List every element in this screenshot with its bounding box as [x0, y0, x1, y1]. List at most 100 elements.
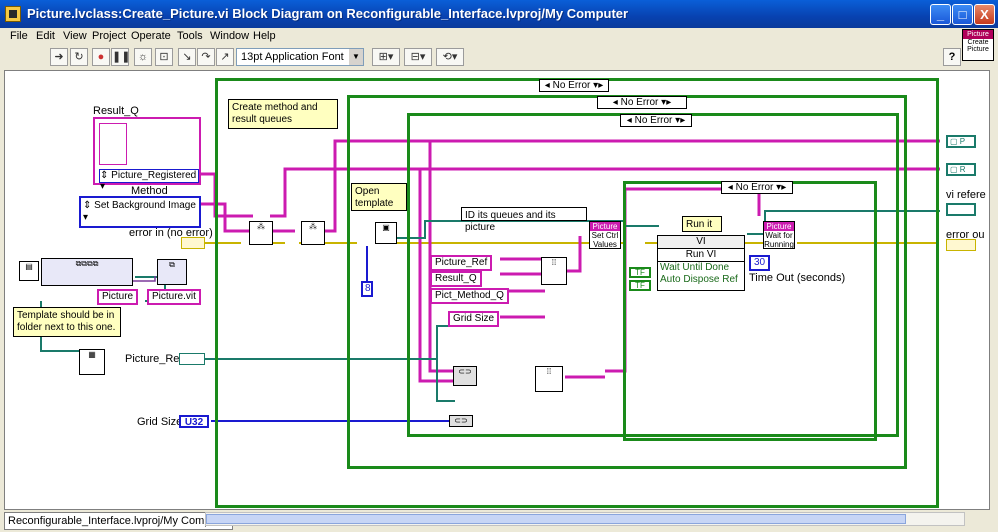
horizontal-scrollbar-thumb[interactable] [206, 514, 906, 524]
comment-template-note: Template should be in folder next to thi… [13, 307, 121, 337]
pause-icon[interactable]: ❚❚ [111, 48, 130, 66]
strip-path-icon: ⧉⧉⧉⧉ [41, 258, 133, 286]
case-selector-mid[interactable]: ◂ No Error ▾▸ [597, 96, 687, 109]
picture-constant[interactable]: Picture [97, 289, 139, 305]
window-title: Picture.lvclass:Create_Picture.vi Block … [27, 6, 629, 21]
bundle-picture-ref[interactable]: Picture_Ref [430, 255, 493, 271]
font-select[interactable]: 13pt Application Font ▼ [236, 48, 364, 66]
r-indicator[interactable]: ▢ R [946, 163, 976, 176]
bundle-grid-size[interactable]: Grid Size [448, 311, 500, 327]
wait-until-done: Wait Until Done [660, 262, 730, 273]
run-continuously-icon[interactable]: ↻ [70, 48, 88, 66]
align-objects-icon[interactable]: ⊞▾ [372, 48, 400, 66]
method-control[interactable]: ⇕ Set Background Image ▾ [79, 196, 201, 228]
comment-run-it: Run it [682, 216, 722, 232]
bundle-values-icon: ⁞⁞ [535, 366, 563, 392]
build-path-icon: ⧉ [157, 259, 187, 285]
const-30[interactable]: 30 [749, 255, 771, 271]
minimize-button[interactable]: _ [930, 4, 951, 25]
error-out-indicator[interactable] [946, 239, 976, 251]
title-bar: Picture.lvclass:Create_Picture.vi Block … [0, 0, 998, 28]
context-help-button[interactable]: ? [943, 48, 961, 66]
vi-reference-indicator[interactable] [946, 203, 976, 216]
case-selector-inner[interactable]: ◂ No Error ▾▸ [620, 114, 692, 127]
method-value: Set Background Image [94, 200, 196, 211]
highlight-execution-icon[interactable]: ☼ [134, 48, 152, 66]
font-select-value: 13pt Application Font [241, 51, 344, 63]
labview-vi-icon [5, 6, 21, 22]
to-variant-icon: ⊂⊃ [453, 366, 477, 386]
case-structure-innermost[interactable] [623, 181, 877, 441]
const-8[interactable]: 8 [361, 281, 373, 297]
vertical-scrollbar[interactable] [990, 70, 998, 510]
menu-edit[interactable]: Edit [36, 30, 55, 42]
case-selector-innermost[interactable]: ◂ No Error ▾▸ [721, 181, 793, 194]
run-vi-title: VI [658, 236, 744, 249]
picture-ref-terminal[interactable] [179, 353, 205, 365]
step-into-icon[interactable]: ↘ [178, 48, 196, 66]
distribute-objects-icon[interactable]: ⊟▾ [404, 48, 432, 66]
set-ctrl-values-node: Picture Set Ctrl Values [589, 221, 621, 249]
vi-icon-line2: Picture [967, 46, 989, 53]
result-q-cluster-icon [99, 123, 127, 165]
toolbar: ➜ ↻ ● ❚❚ ☼ ⊡ ↘ ↷ ↗ 13pt Application Font… [0, 46, 998, 68]
obtain-queue-icon: ⁂ [249, 221, 273, 245]
case-selector-mid-label: No Error [620, 97, 659, 108]
block-diagram-canvas[interactable]: ◂ No Error ▾▸ ◂ No Error ▾▸ ◂ No Error ▾… [4, 70, 990, 510]
chevron-down-icon: ▼ [349, 49, 363, 65]
r-indicator-label: R [959, 165, 966, 174]
menu-view[interactable]: View [63, 30, 87, 42]
step-over-icon[interactable]: ↷ [197, 48, 215, 66]
open-vi-reference-icon: ▣ [375, 222, 397, 244]
menu-file[interactable]: File [10, 30, 28, 42]
case-selector-inner-label: No Error [634, 115, 673, 126]
set-ctrl-values-body: Set Ctrl Values [591, 231, 619, 249]
bundle-pict-method-q[interactable]: Pict_Method_Q [430, 288, 509, 304]
project-context: Reconfigurable_Interface.lvproj/My Compu… [4, 512, 234, 530]
bundle-result-q[interactable]: Result_Q [430, 271, 482, 287]
retain-wire-values-icon[interactable]: ⊡ [155, 48, 173, 66]
picture-vit-constant[interactable]: Picture.vit [147, 289, 201, 305]
wait-running-header: Picture [764, 222, 794, 231]
horizontal-scrollbar[interactable] [205, 512, 965, 526]
comment-id-queues: ID its queues and its picture [461, 207, 587, 233]
case-selector-innermost-label: No Error [735, 182, 774, 193]
result-q-ring[interactable]: ⇕ Picture_Registered ▾ [99, 169, 199, 192]
menu-window[interactable]: Window [210, 30, 250, 42]
true-constant-1[interactable]: TF [629, 267, 651, 278]
menu-operate[interactable]: Operate [131, 30, 171, 42]
menu-tools[interactable]: Tools [177, 30, 203, 42]
abort-icon[interactable]: ● [92, 48, 110, 66]
auto-dispose-ref: Auto Dispose Ref [660, 274, 738, 285]
method-label: Method [131, 185, 168, 197]
case-selector-outer[interactable]: ◂ No Error ▾▸ [539, 79, 609, 92]
step-out-icon[interactable]: ↗ [216, 48, 234, 66]
bundle-names-icon: ⁞⁞ [541, 257, 567, 285]
true-constant-2[interactable]: TF [629, 280, 651, 291]
method-ring[interactable]: ⇕ Set Background Image ▾ [83, 200, 196, 223]
run-arrow-icon[interactable]: ➜ [50, 48, 68, 66]
obtain-queue-icon: ⁂ [301, 221, 325, 245]
vi-icon-header: Picture [963, 30, 993, 39]
result-q-control[interactable]: ⇕ Picture_Registered ▾ [93, 117, 201, 192]
comment-create-queues: Create method and result queues [228, 99, 338, 129]
grid-size-terminal[interactable]: U32 [179, 415, 209, 428]
to-variant-icon: ⊂⊃ [449, 415, 473, 427]
p-indicator[interactable]: ▢ P [946, 135, 976, 148]
vi-icon-line1: Create [967, 39, 989, 46]
wait-for-running-node: Picture Wait for Running [763, 221, 795, 249]
result-q-value: Picture_Registered [111, 170, 197, 181]
menu-help[interactable]: Help [253, 30, 276, 42]
run-vi-method: Run VI [658, 249, 744, 262]
menu-project[interactable]: Project [92, 30, 127, 42]
reorder-icon[interactable]: ⟲▾ [436, 48, 464, 66]
run-vi-invoke-node: VI Run VI Wait Until Done Auto Dispose R… [657, 235, 745, 291]
close-button[interactable]: X [974, 4, 995, 25]
error-in-label: error in (no error) [129, 227, 213, 239]
p-indicator-label: P [959, 137, 966, 146]
maximize-button[interactable]: □ [952, 4, 973, 25]
error-in-terminal[interactable] [181, 237, 205, 249]
grid-size-label: Grid Size [137, 416, 183, 428]
result-q-label: Result_Q [93, 105, 139, 117]
comment-open-template: Open template [351, 183, 407, 211]
